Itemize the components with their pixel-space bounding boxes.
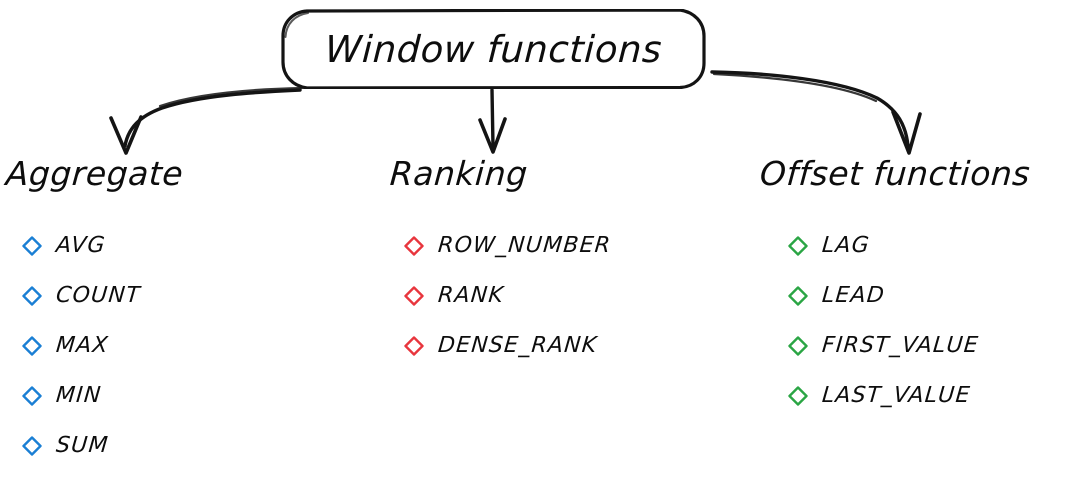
diamond-icon — [22, 236, 42, 256]
column-offset: Offset functions LAG LEAD FIRST_VALUE — [758, 154, 1070, 421]
arrow-to-offset — [710, 70, 922, 155]
diamond-icon — [788, 236, 808, 256]
list-item-label: RANK — [436, 283, 506, 308]
list-item[interactable]: ROW_NUMBER — [404, 221, 750, 271]
list-item[interactable]: SUM — [22, 421, 376, 471]
list-item-label: FIRST_VALUE — [820, 333, 981, 358]
column-heading-offset: Offset functions — [758, 154, 1032, 193]
column-heading-ranking: Ranking — [388, 154, 530, 193]
diamond-icon — [788, 386, 808, 406]
column-ranking: Ranking ROW_NUMBER RANK DENSE_RANK — [388, 154, 750, 371]
list-item[interactable]: MIN — [22, 371, 376, 421]
list-item[interactable]: LAST_VALUE — [788, 371, 1070, 421]
page-title: Window functions — [323, 27, 664, 71]
diamond-icon — [22, 386, 42, 406]
list-item[interactable]: LAG — [788, 221, 1070, 271]
diamond-icon — [22, 286, 42, 306]
list-item-label: DENSE_RANK — [436, 333, 599, 358]
list-item[interactable]: FIRST_VALUE — [788, 321, 1070, 371]
title-box-outline — [281, 9, 706, 89]
diamond-icon — [404, 336, 424, 356]
diamond-icon — [22, 336, 42, 356]
arrow-to-aggregate — [109, 86, 304, 155]
diamond-icon — [788, 286, 808, 306]
list-item[interactable]: MAX — [22, 321, 376, 371]
list-item-label: LEAD — [820, 283, 887, 308]
column-heading-aggregate: Aggregate — [4, 154, 185, 193]
diamond-icon — [404, 236, 424, 256]
arrow-to-ranking — [478, 88, 507, 154]
function-list-offset: LAG LEAD FIRST_VALUE LAST_VALUE — [760, 221, 1070, 421]
title-box: Window functions — [281, 9, 706, 89]
list-item[interactable]: RANK — [404, 271, 750, 321]
list-item-label: MIN — [54, 383, 103, 408]
list-item-label: MAX — [54, 333, 110, 358]
list-item-label: ROW_NUMBER — [436, 233, 613, 258]
diamond-icon — [22, 436, 42, 456]
list-item[interactable]: COUNT — [22, 271, 376, 321]
list-item[interactable]: AVG — [22, 221, 376, 271]
list-item-label: AVG — [54, 233, 107, 258]
list-item-label: SUM — [54, 433, 110, 458]
list-item[interactable]: DENSE_RANK — [404, 321, 750, 371]
function-list-ranking: ROW_NUMBER RANK DENSE_RANK — [390, 221, 750, 371]
list-item-label: LAST_VALUE — [820, 383, 972, 408]
list-item-label: LAG — [820, 233, 872, 258]
column-aggregate: Aggregate AVG COUNT MAX — [4, 154, 376, 471]
list-item-label: COUNT — [54, 283, 142, 308]
list-item[interactable]: LEAD — [788, 271, 1070, 321]
diamond-icon — [788, 336, 808, 356]
function-list-aggregate: AVG COUNT MAX MIN — [6, 221, 376, 471]
diamond-icon — [404, 286, 424, 306]
